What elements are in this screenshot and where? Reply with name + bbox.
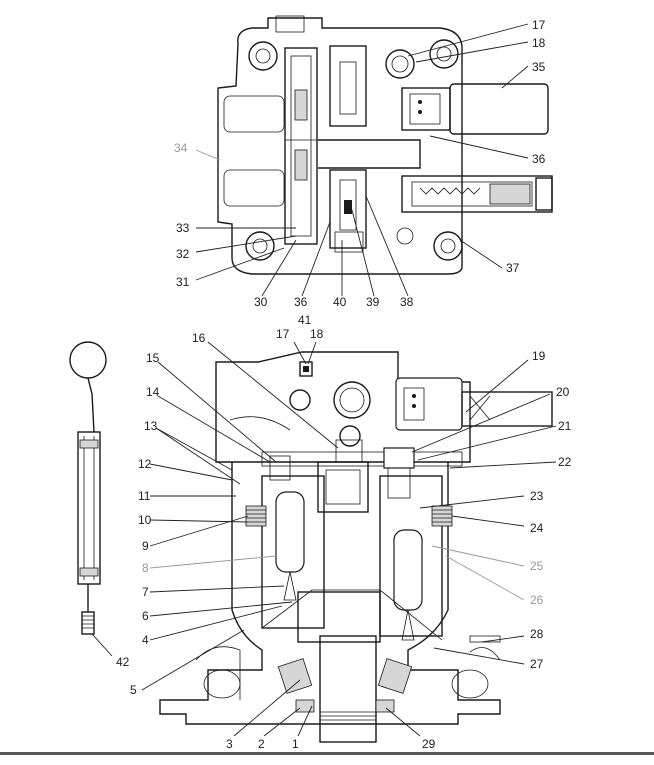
- label-17-section: 17: [276, 327, 290, 341]
- label-13: 13: [144, 419, 158, 433]
- label-21: 21: [558, 419, 572, 433]
- label-3: 3: [226, 737, 233, 751]
- label-18-top: 18: [532, 36, 546, 50]
- label-14: 14: [146, 385, 160, 399]
- label-10: 10: [138, 513, 152, 527]
- label-25: 25: [530, 559, 544, 573]
- label-26: 26: [530, 593, 544, 607]
- label-28: 28: [530, 627, 544, 641]
- label-22: 22: [558, 455, 572, 469]
- label-32: 32: [176, 247, 190, 261]
- leader-lines: [91, 23, 557, 737]
- label-1: 1: [292, 737, 299, 751]
- label-33: 33: [176, 221, 190, 235]
- label-11: 11: [138, 489, 151, 503]
- label-7: 7: [142, 585, 149, 599]
- label-38: 38: [400, 295, 414, 309]
- label-39: 39: [366, 295, 380, 309]
- label-35: 35: [532, 60, 546, 74]
- label-36-bottom: 36: [294, 295, 308, 309]
- bottom-divider: [0, 752, 654, 755]
- label-30: 30: [254, 295, 268, 309]
- label-34: 34: [174, 141, 188, 155]
- label-15: 15: [146, 351, 160, 365]
- label-31: 31: [176, 275, 190, 289]
- label-18-section: 18: [310, 327, 324, 341]
- label-37: 37: [506, 261, 520, 275]
- label-2: 2: [258, 737, 265, 751]
- label-20: 20: [556, 385, 570, 399]
- label-17-top: 17: [532, 18, 546, 32]
- label-40: 40: [333, 295, 347, 309]
- label-6: 6: [142, 609, 149, 623]
- label-42: 42: [116, 655, 130, 669]
- label-8: 8: [142, 561, 149, 575]
- label-41: 41: [298, 313, 312, 327]
- label-19: 19: [532, 349, 546, 363]
- top-view-housing: [217, 15, 553, 275]
- label-9: 9: [142, 539, 149, 553]
- label-24: 24: [530, 521, 544, 535]
- label-12: 12: [138, 457, 152, 471]
- dipstick: [69, 341, 107, 635]
- label-27: 27: [530, 657, 544, 671]
- section-view-housing: [159, 351, 553, 743]
- label-16: 16: [192, 331, 206, 345]
- label-5: 5: [130, 683, 137, 697]
- label-29: 29: [422, 737, 436, 751]
- label-36-top: 36: [532, 152, 546, 166]
- label-23: 23: [530, 489, 544, 503]
- label-4: 4: [142, 633, 149, 647]
